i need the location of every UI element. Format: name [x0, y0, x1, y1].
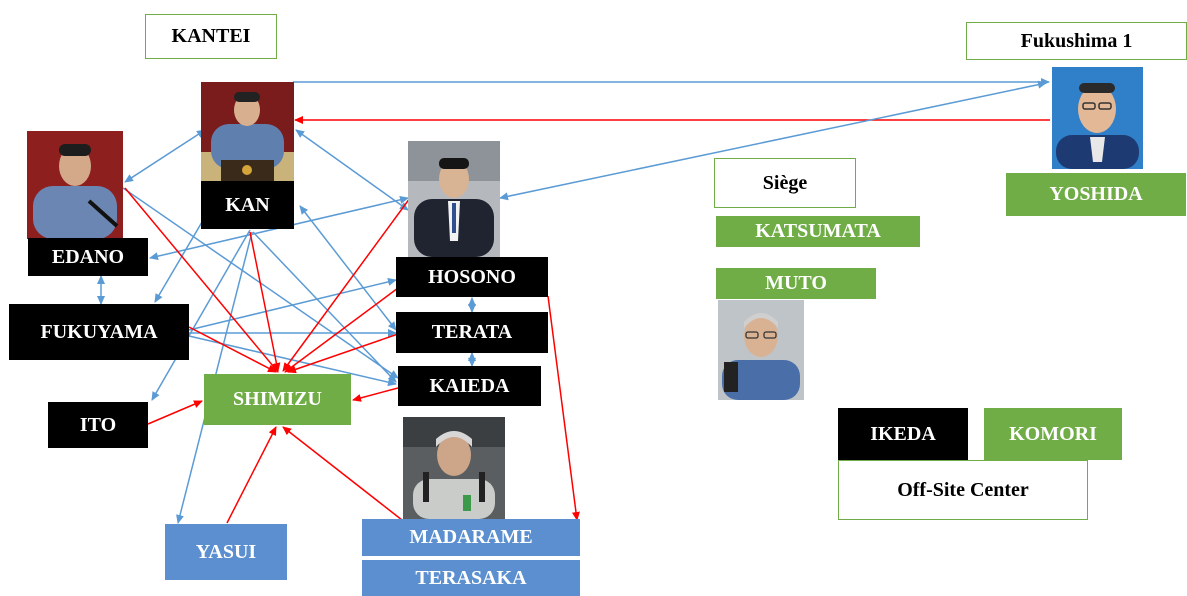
node-kaieda: KAIEDA	[398, 366, 541, 406]
node-madarame: MADARAME	[362, 519, 580, 556]
link-ito-shimizu	[147, 400, 203, 425]
node-terasaka: TERASAKA	[362, 560, 580, 596]
madarame-photo	[403, 417, 505, 519]
edano-photo	[27, 131, 123, 239]
link-kan-shimizu	[249, 231, 281, 372]
node-ikeda: IKEDA	[838, 408, 968, 460]
group-kantei-label: KANTEI	[145, 14, 277, 59]
group-fukushima-label: Fukushima 1	[966, 22, 1187, 60]
link-fukuyama-kaieda	[188, 335, 397, 387]
node-shimizu: SHIMIZU	[204, 374, 351, 425]
node-yoshida: YOSHIDA	[1006, 173, 1186, 216]
link-madarame-shimizu	[282, 426, 403, 521]
hosono-photo	[408, 141, 500, 257]
yoshida-photo	[1052, 67, 1143, 169]
link-hosono-madarame	[547, 295, 580, 521]
node-katsumata: KATSUMATA	[716, 216, 920, 247]
group-offsite-label: Off-Site Center	[838, 460, 1088, 520]
node-ito: ITO	[48, 402, 148, 448]
kan-photo	[201, 82, 294, 182]
node-hosono: HOSONO	[396, 257, 548, 297]
node-fukuyama: FUKUYAMA	[9, 304, 189, 360]
link-hosono2-shimizu	[284, 287, 399, 373]
node-komori: KOMORI	[984, 408, 1122, 460]
link-terata-shimizu	[287, 333, 399, 374]
node-yasui: YASUI	[165, 524, 287, 580]
link-yoshida-hosono	[499, 80, 1047, 201]
link-kan-terata	[299, 205, 397, 331]
group-siege-label: Siège	[714, 158, 856, 208]
link-kan-hosono	[295, 129, 409, 211]
node-terata: TERATA	[396, 312, 548, 353]
link-fukuyama-shimizu	[188, 326, 277, 373]
link-kan-edano	[124, 129, 206, 183]
link-yasui-shimizu	[226, 426, 277, 524]
link-kaieda-shimizu	[352, 387, 399, 402]
node-muto: MUTO	[716, 268, 876, 299]
node-kan: KAN	[201, 181, 294, 229]
node-edano: EDANO	[28, 238, 148, 276]
muto-photo	[718, 300, 804, 400]
link-edano-shimizu	[124, 187, 279, 373]
link-hosono-shimizu	[282, 197, 411, 372]
